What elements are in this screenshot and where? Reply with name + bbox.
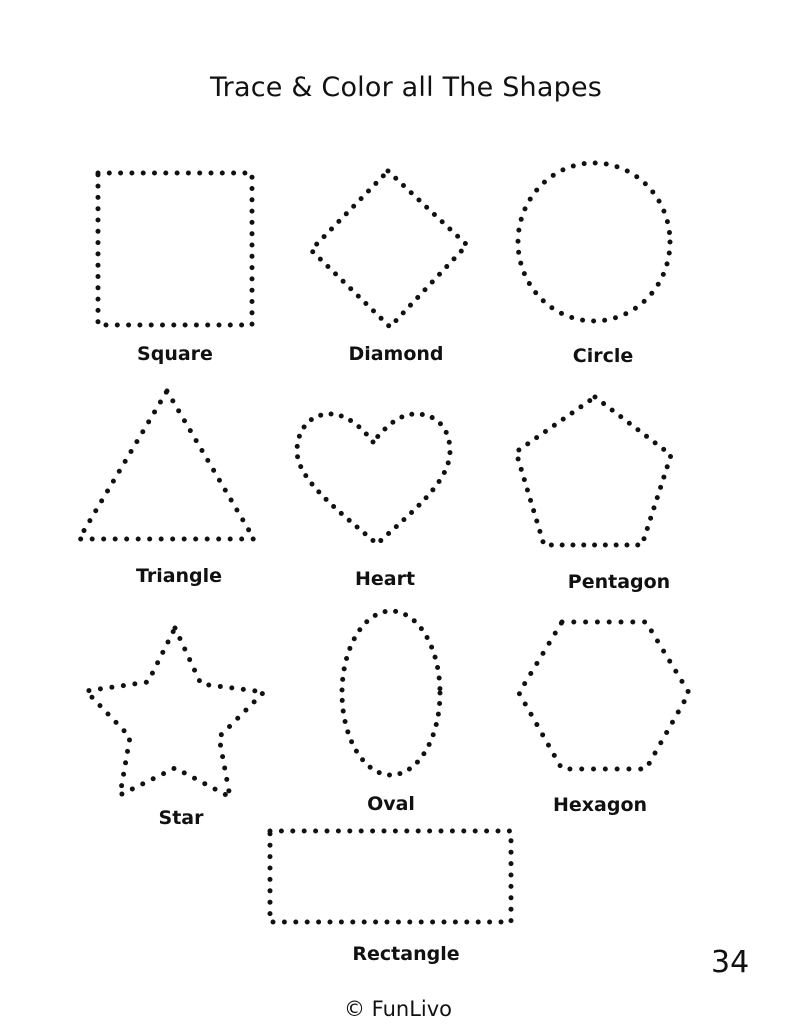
diamond-outline[interactable]	[308, 168, 470, 330]
label-oval: Oval	[367, 793, 415, 815]
label-pentagon: Pentagon	[567, 571, 671, 593]
heart-outline[interactable]	[294, 411, 453, 547]
page-number: 34	[711, 945, 750, 980]
label-triangle: Triangle	[135, 565, 223, 587]
label-circle: Circle	[572, 345, 634, 367]
rectangle-outline[interactable]	[267, 828, 514, 925]
label-star: Star	[158, 807, 204, 829]
triangle-outline[interactable]	[76, 388, 257, 542]
label-rectangle: Rectangle	[352, 943, 460, 965]
label-diamond: Diamond	[348, 343, 444, 365]
worksheet-title: Trace & Color all The Shapes	[209, 72, 603, 103]
oval-outline[interactable]	[339, 608, 443, 778]
square-outline[interactable]	[95, 170, 255, 328]
star-outline[interactable]	[83, 625, 267, 800]
copyright-notice: © FunLivo	[344, 997, 453, 1021]
label-square: Square	[137, 343, 213, 365]
label-heart: Heart	[354, 568, 416, 590]
circle-outline[interactable]	[515, 160, 673, 324]
pentagon-outline[interactable]	[513, 394, 674, 548]
hexagon-outline[interactable]	[516, 619, 692, 772]
label-hexagon: Hexagon	[552, 794, 648, 816]
